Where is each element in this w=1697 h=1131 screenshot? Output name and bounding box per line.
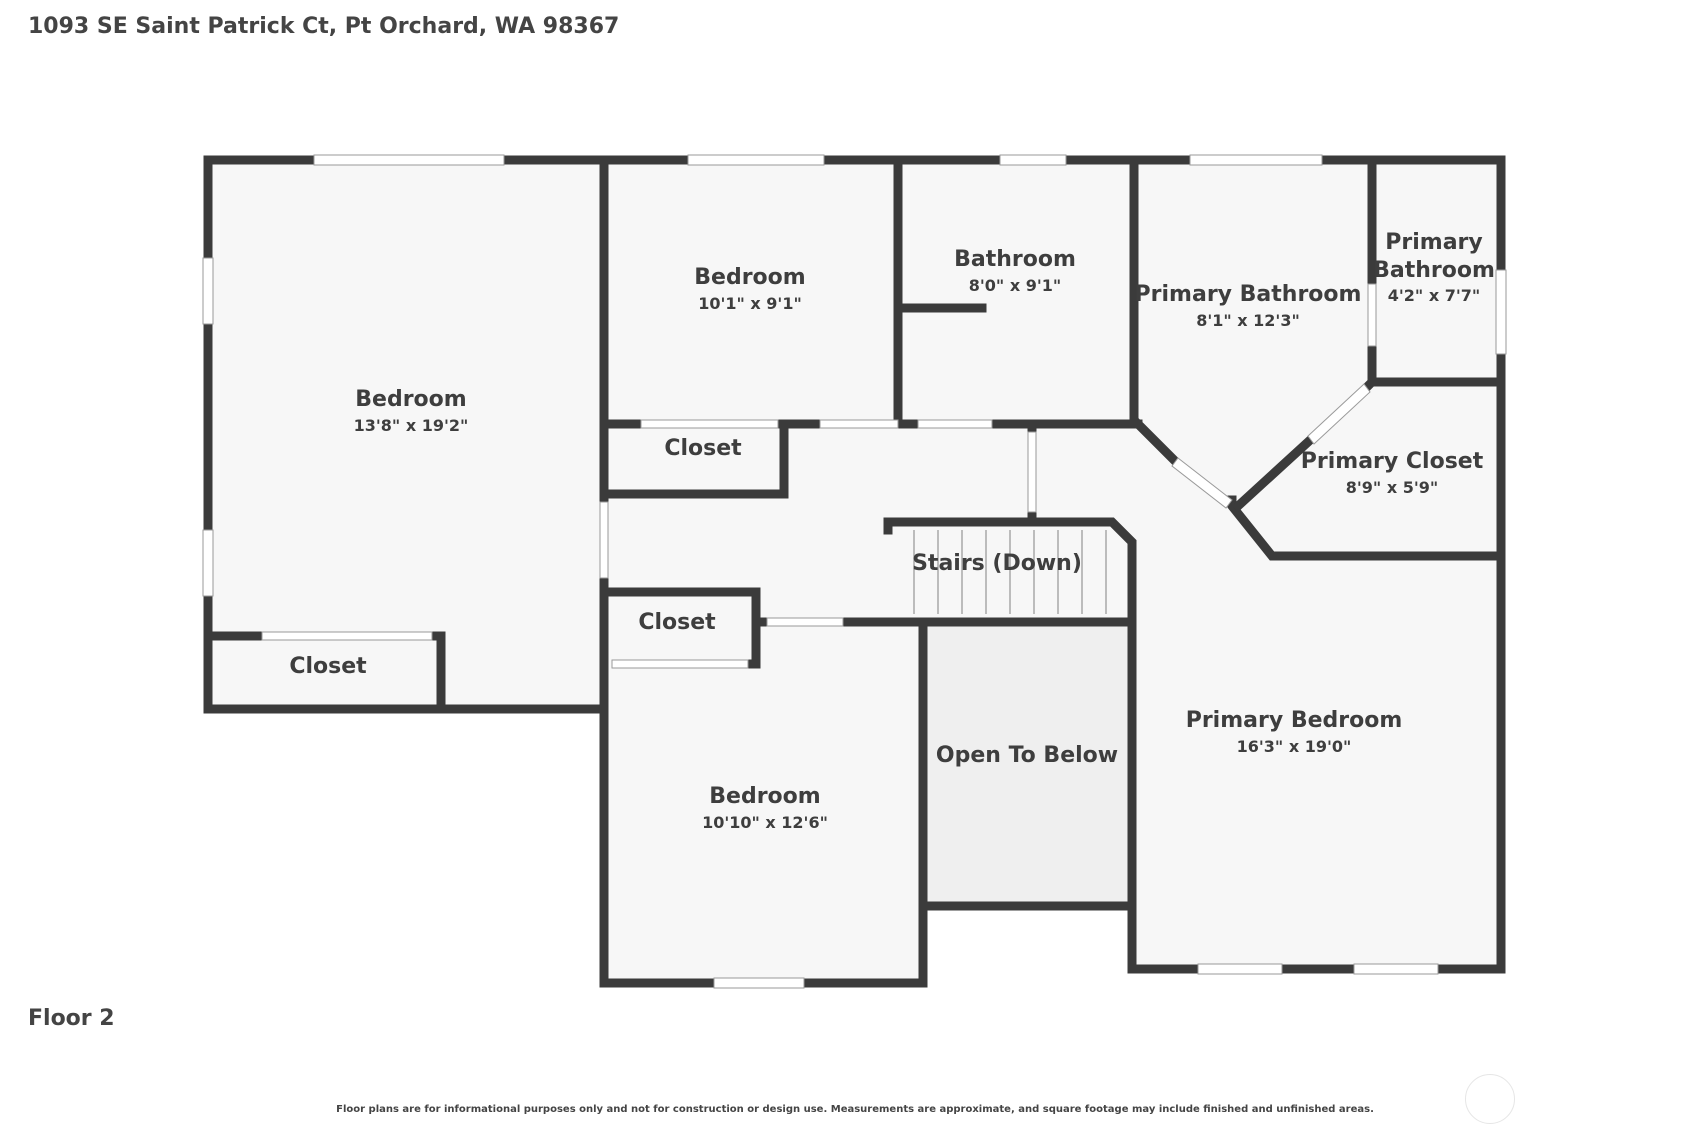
room-primary-bedroom-name: Primary Bedroom <box>1186 708 1403 733</box>
room-bedroom-1-name: Bedroom <box>355 387 466 412</box>
room-closet-1-name: Closet <box>289 654 367 679</box>
floor-label: Floor 2 <box>28 1006 115 1031</box>
disclaimer-text: Floor plans are for informational purpos… <box>336 1104 1374 1115</box>
walls <box>203 155 1506 988</box>
open-to-below-area <box>923 622 1132 906</box>
room-primary-bedroom-dims: 16'3" x 19'0" <box>1237 737 1352 756</box>
floor-fill <box>208 160 1501 983</box>
room-bedroom-1-dims: 13'8" x 19'2" <box>354 416 469 435</box>
room-bedroom-3-dims: 10'10" x 12'6" <box>702 813 828 832</box>
stair-treads <box>913 530 1107 614</box>
room-open-to-below-name: Open To Below <box>936 743 1118 768</box>
room-closet-3-name: Closet <box>638 610 716 635</box>
room-primary-closet-name: Primary Closet <box>1301 449 1484 474</box>
room-stairs-name: Stairs (Down) <box>912 551 1082 576</box>
room-closet-2-name: Closet <box>664 436 742 461</box>
room-primary-bathroom-name: Primary Bathroom <box>1135 282 1362 307</box>
room-primary-closet-dims: 8'9" x 5'9" <box>1346 478 1438 497</box>
room-primary-bathroom-dims: 8'1" x 12'3" <box>1196 311 1300 330</box>
room-bedroom-2-dims: 10'1" x 9'1" <box>698 294 802 313</box>
compass-icon <box>1465 1074 1515 1124</box>
diagonal-door-openings <box>1171 383 1371 509</box>
room-bathroom-name: Bathroom <box>954 247 1076 272</box>
room-primary-bathroom-2-dims: 4'2" x 7'7" <box>1388 286 1480 305</box>
windows <box>202 154 1507 989</box>
address-title: 1093 SE Saint Patrick Ct, Pt Orchard, WA… <box>28 14 620 39</box>
room-bathroom-dims: 8'0" x 9'1" <box>969 276 1061 295</box>
room-bedroom-3-name: Bedroom <box>709 784 820 809</box>
room-primary-bathroom-2-name-line1: Primary <box>1385 230 1482 255</box>
room-bedroom-2-name: Bedroom <box>694 265 805 290</box>
room-primary-bathroom-2-name-line2: Bathroom <box>1373 258 1495 283</box>
